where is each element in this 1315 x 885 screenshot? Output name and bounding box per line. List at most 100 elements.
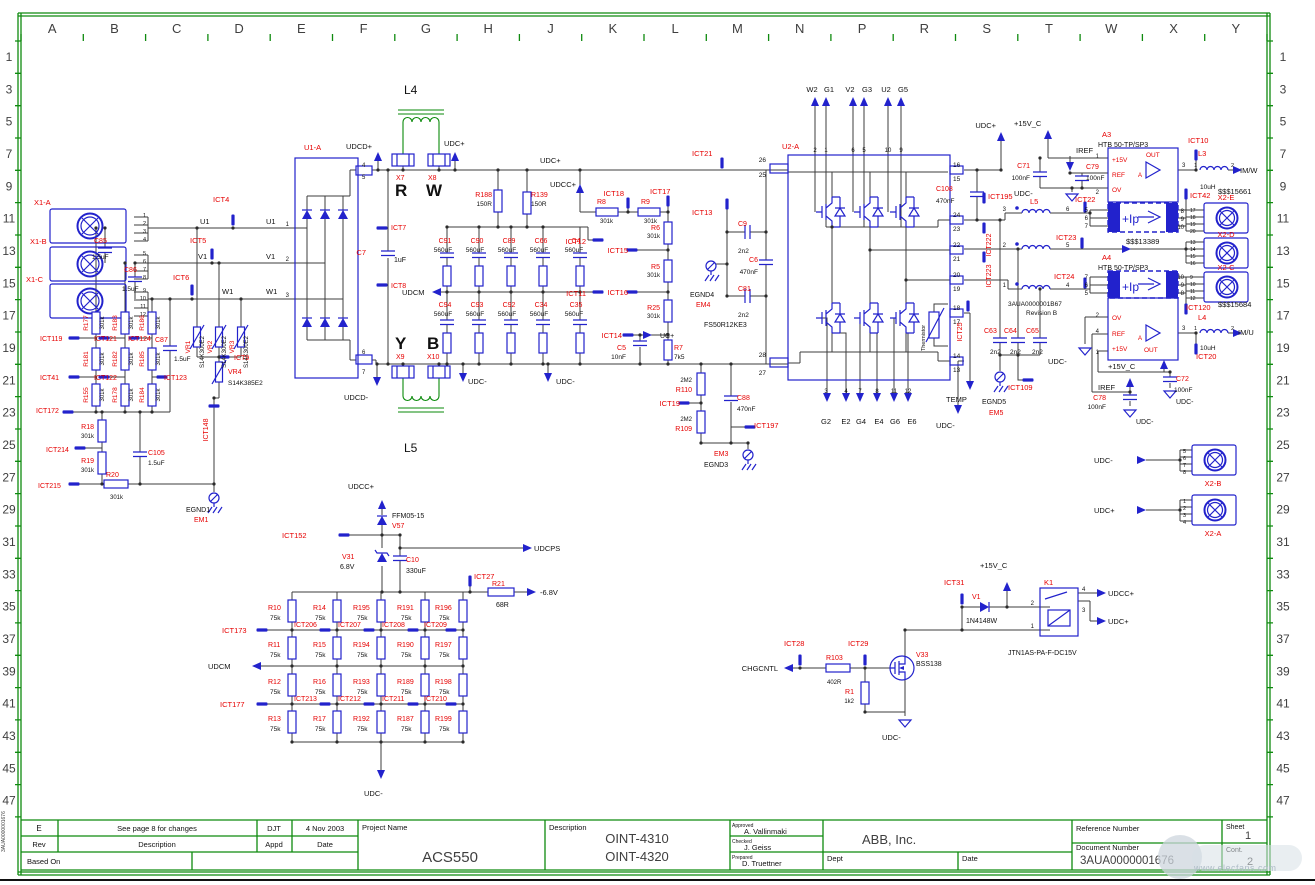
zener-v31: [374, 549, 390, 563]
schematic-label: ICT6: [173, 273, 189, 282]
schematic-label: R9: [641, 199, 650, 206]
schematic-label: 75k: [357, 689, 368, 696]
schematic-label: 10nF: [611, 354, 626, 361]
schematic-label: UDCC+: [348, 482, 375, 491]
schematic-label: VR4: [228, 369, 242, 376]
schematic-label: Rev: [32, 840, 46, 849]
schematic-label: 301k: [129, 387, 135, 401]
schematic-label: 11: [1190, 289, 1195, 295]
schematic-label: 5: [1085, 208, 1089, 214]
schematic-label: 9: [1181, 217, 1185, 223]
schematic-label: 24: [953, 212, 961, 219]
schematic-label: 4: [143, 237, 146, 243]
schematic-label: R5: [651, 264, 660, 271]
schematic-label: R196: [435, 605, 452, 612]
schematic-label: C71: [1017, 163, 1030, 170]
schematic-label: 301k: [100, 315, 106, 329]
schematic-label: 1: [1245, 830, 1251, 842]
schematic-label: 5: [1085, 291, 1089, 297]
schematic-label: 75k: [439, 689, 450, 696]
schematic-label: G6: [890, 417, 900, 426]
schematic-label: CHGCNTL: [742, 664, 778, 673]
schematic-label: 1.5uF: [92, 254, 109, 261]
schematic-label: $$$13389: [1126, 237, 1159, 246]
schematic-label: 18: [1190, 215, 1196, 221]
frame-column-letter: C: [172, 21, 181, 36]
schematic-label: 9: [143, 288, 146, 294]
frame-column-letter: B: [110, 21, 119, 36]
schematic-label: ICT21: [692, 149, 712, 158]
frame-row-number: 37: [2, 632, 16, 646]
schematic-label: R177: [83, 315, 90, 331]
schematic-label: ICT208: [382, 622, 405, 629]
schematic-label: ICT223: [986, 264, 993, 287]
schematic-label: L5: [404, 441, 418, 455]
schematic-label: Revision B: [1026, 310, 1057, 317]
frame-row-number: 13: [2, 244, 16, 258]
frame-column-letter: J: [547, 21, 554, 36]
schematic-label: R193: [353, 679, 370, 686]
schematic-label: OV: [1112, 315, 1122, 322]
schematic-label: 301k: [156, 315, 162, 329]
schematic-label: 2n2: [990, 349, 1001, 356]
frame-row-number: 15: [2, 276, 16, 290]
frame-row-number: 29: [1276, 503, 1290, 517]
schematic-label: 23: [953, 226, 961, 233]
ict-test-points: [62, 149, 1198, 706]
schematic-label: ICT16: [608, 288, 628, 297]
capacitor-c88: [723, 395, 739, 402]
schematic-label: IM/W: [1240, 166, 1258, 175]
schematic-label: ICT173: [222, 626, 247, 635]
schematic-label: $$$15684: [1218, 300, 1251, 309]
schematic-label: 6.8V: [340, 564, 355, 571]
schematic-label: ICT148: [203, 418, 210, 441]
schematic-label: 5: [862, 148, 866, 154]
schematic-label: UDC+: [444, 139, 465, 148]
schematic-label: ICT42: [1190, 191, 1210, 200]
schematic-label: S14K385E2: [228, 380, 263, 387]
schematic-label: 2: [1231, 326, 1234, 332]
schematic-label: 75k: [270, 689, 281, 696]
relay-k1: [1039, 587, 1079, 637]
schematic-label: 4: [362, 163, 366, 169]
schematic-label: 21: [953, 256, 961, 263]
frame-row-number: 33: [2, 567, 16, 581]
wires: [72, 106, 1233, 770]
frame-row-number: 3: [1280, 82, 1287, 96]
drawing-frame: [0, 12, 1315, 881]
schematic-label: R14: [313, 605, 326, 612]
schematic-label: 3AUA0000001676: [1, 811, 7, 852]
thermistor: [928, 311, 940, 339]
connector-x2e: [1203, 202, 1249, 234]
schematic-label: X2-D: [1217, 230, 1235, 239]
resistor-matrix: [287, 599, 468, 734]
schematic-label: ICT22: [1075, 195, 1095, 204]
schematic-label: EM5: [989, 410, 1004, 417]
schematic-label: ICT7: [391, 225, 406, 232]
schematic-label: 1k2: [844, 699, 854, 705]
schematic-label: X2-E: [1218, 193, 1235, 202]
schematic-label: +Ip: [1122, 212, 1139, 226]
schematic-label: A. Vallinmaki: [744, 827, 787, 836]
schematic-label: ICT20: [1196, 352, 1216, 361]
schematic-label: 7: [858, 389, 862, 395]
schematic-label: 6: [1085, 216, 1089, 222]
schematic-label: C64: [1004, 328, 1017, 335]
schematic-label: EM3: [714, 451, 729, 458]
schematic-label: 301k: [81, 434, 95, 440]
schematic-label: 27: [759, 370, 767, 377]
schematic-label: 13: [953, 367, 961, 374]
schematic-label: X9: [396, 354, 405, 361]
schematic-label: 11: [140, 304, 146, 310]
frame-row-number: 9: [6, 179, 13, 193]
schematic-label: 2n2: [738, 312, 749, 319]
schematic-label: R181: [83, 351, 90, 367]
diode-v1: [979, 601, 990, 613]
schematic-label: X2-C: [1217, 263, 1235, 272]
schematic-label: 14: [953, 353, 961, 360]
schematic-label: 9: [1181, 283, 1185, 289]
schematic-label: 7: [1085, 275, 1089, 281]
schematic-label: 100nF: [1088, 404, 1106, 411]
capacitor-c108: [969, 191, 985, 198]
